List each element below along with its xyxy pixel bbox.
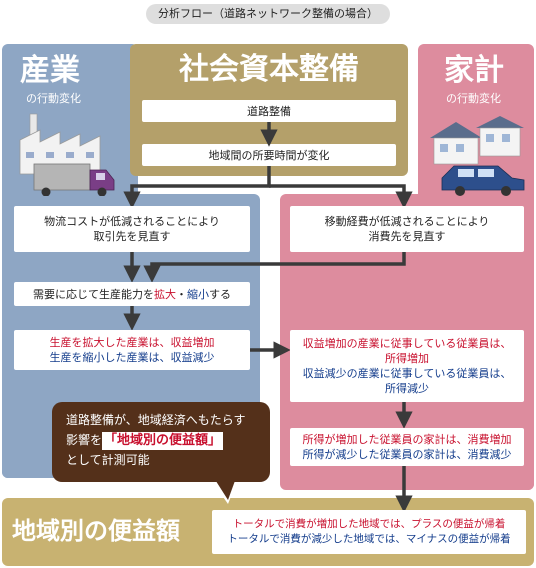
- measurement-callout: 道路整備が、地域経済へもたらす 影響を「地域別の便益額」 として計測可能: [52, 402, 270, 482]
- infrastructure-title: 社会資本整備: [179, 52, 359, 87]
- production-capacity-text: 需要に応じて生産能力を拡大・縮小する: [33, 287, 231, 301]
- revenue-increase-text: 生産を拡大した産業は、収益増加: [49, 336, 215, 349]
- callout-tail: [214, 478, 236, 500]
- result-minus-text: トータルで消費が減少した地域では、マイナスの便益が帰着: [227, 533, 511, 545]
- consumption-decrease-text: 所得が減少した従業員の家計は、消費減少: [302, 448, 512, 461]
- house-car-icon: [430, 116, 525, 196]
- factory-truck-icon: [19, 113, 115, 196]
- result-title: 地域別の便益額: [12, 517, 180, 545]
- revenue-decrease-text: 生産を縮小した産業は、収益減少: [49, 351, 215, 364]
- travel-cost-line2: 消費先を見直す: [368, 230, 446, 243]
- arrow-time-to-household: [269, 184, 413, 209]
- travel-cost-line1: 移動経費が低減されることにより: [324, 215, 490, 228]
- callout-line2: 影響を「地域別の便益額」: [66, 432, 224, 450]
- logistics-cost-line2: 取引先を見直す: [93, 230, 171, 243]
- consumption-increase-text: 所得が増加した従業員の家計は、消費増加: [302, 433, 512, 446]
- travel-time-change-box: 地域間の所要時間が変化: [142, 144, 396, 166]
- result-plus-text: トータルで消費が増加した地域では、プラスの便益が帰着: [232, 518, 506, 530]
- production-capacity-box: 需要に応じて生産能力を拡大・縮小する: [14, 282, 250, 306]
- callout-line1: 道路整備が、地域経済へもたらす: [66, 413, 246, 427]
- income-increase-line2: 所得増加: [385, 352, 429, 365]
- household-subtitle: の行動変化: [446, 92, 501, 105]
- flow-topic-label: 分析フロー（道路ネットワーク整備の場合）: [146, 4, 390, 24]
- arrow-household-to-industry: [143, 252, 406, 283]
- income-decrease-line1: 収益減少の産業に従事している従業員は、: [302, 367, 512, 380]
- road-development-box: 道路整備: [142, 100, 396, 122]
- employee-income-box: 収益増加の産業に従事している従業員は、 所得増加 収益減少の産業に従事している従…: [290, 330, 524, 402]
- industry-subtitle: の行動変化: [26, 92, 81, 105]
- industry-revenue-box: 生産を拡大した産業は、収益増加 生産を縮小した産業は、収益減少: [14, 330, 250, 370]
- income-decrease-line2: 所得減少: [385, 382, 429, 395]
- logistics-cost-box: 物流コストが低減されることにより 取引先を見直す: [14, 206, 250, 252]
- road-development-text: 道路整備: [247, 104, 291, 118]
- industry-title: 産業: [20, 53, 80, 88]
- callout-line3: として計測可能: [66, 453, 150, 467]
- travel-cost-box: 移動経費が低減されることにより 消費先を見直す: [290, 206, 524, 252]
- result-box: トータルで消費が増加した地域では、プラスの便益が帰着 トータルで消費が減少した地…: [212, 510, 526, 554]
- household-title: 家計: [444, 53, 504, 88]
- arrow-time-to-industry: [123, 166, 271, 209]
- callout-highlight: 「地域別の便益額」: [102, 432, 224, 450]
- logistics-cost-line1: 物流コストが低減されることにより: [44, 215, 220, 228]
- income-increase-line1: 収益増加の産業に従事している従業員は、: [302, 337, 512, 350]
- travel-time-change-text: 地域間の所要時間が変化: [208, 148, 330, 162]
- household-consumption-box: 所得が増加した従業員の家計は、消費増加 所得が減少した従業員の家計は、消費減少: [290, 428, 524, 466]
